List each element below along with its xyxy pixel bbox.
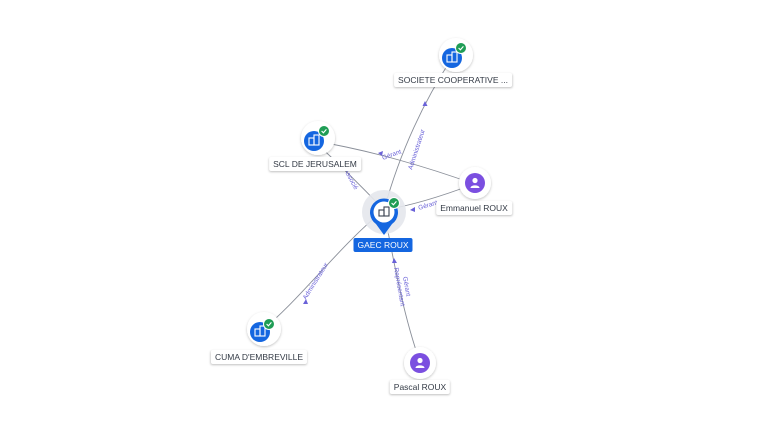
verified-check-icon [388,197,400,209]
node-pascal[interactable] [404,347,436,379]
person-icon [470,177,480,188]
node-gaec[interactable] [362,190,406,235]
arrow-marker [392,258,397,263]
node-cuma[interactable] [247,312,281,346]
building-icon [446,51,458,63]
verified-check-icon [263,318,275,330]
node-label-scoop[interactable]: SOCIETE COOPERATIVE ... [394,73,512,87]
building-icon [378,206,390,217]
arrow-marker [303,299,308,304]
verified-check-icon [318,125,330,137]
node-scl[interactable] [301,121,335,155]
edge-label-gaec-scoop: Administrateur [407,128,427,171]
node-label-emmanuel[interactable]: Emmanuel ROUX [436,201,512,215]
building-icon [254,325,266,337]
node-label-gaec[interactable]: GAEC ROUX [353,238,413,252]
edge-label-pascal-gaec-1: Gérant [401,276,411,297]
person-icon [415,357,425,368]
node-label-cuma[interactable]: CUMA D'EMBREVILLE [210,350,308,364]
node-emmanuel[interactable] [459,167,491,199]
arrow-marker [378,151,383,156]
node-label-scl[interactable]: SCL DE JERUSALEM [269,157,361,171]
arrow-marker [422,101,428,106]
edge-label-scl-gaec: Associé [342,168,359,192]
arrow-marker [410,207,415,212]
node-scoop[interactable] [439,38,473,72]
node-label-pascal[interactable]: Pascal ROUX [389,380,451,394]
verified-check-icon [455,42,467,54]
building-icon [308,134,320,146]
edge-label-gaec-cuma: Administrateur [302,261,331,301]
